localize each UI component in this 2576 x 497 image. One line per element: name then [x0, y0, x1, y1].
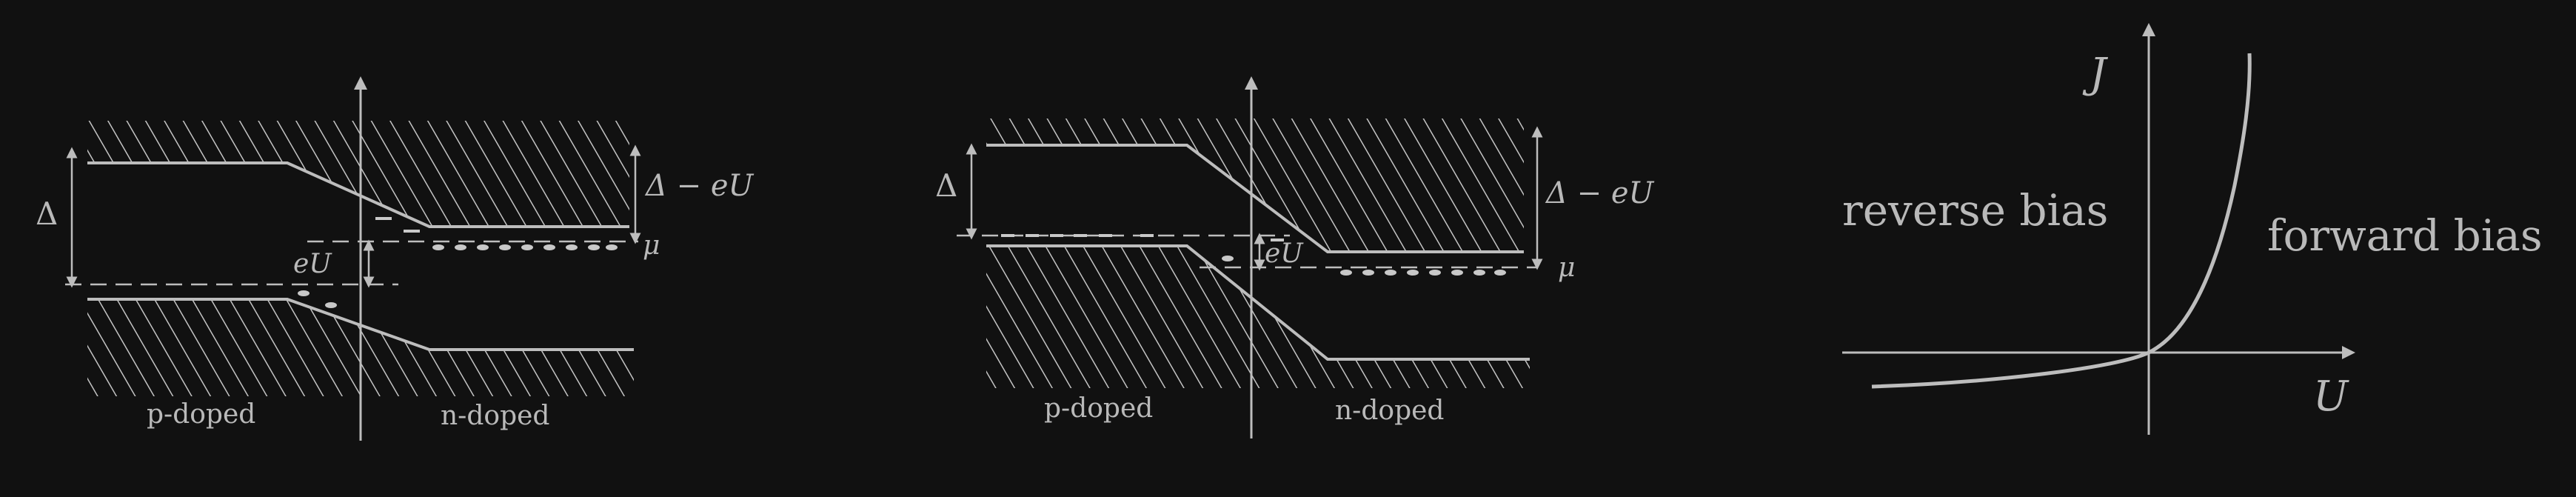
depletion-charge-2	[404, 230, 420, 233]
mu-label: μ	[1558, 253, 1575, 283]
p-doped-label: p-doped	[1044, 393, 1153, 424]
iv-curve-plot: J U reverse bias forward bias	[1842, 23, 2543, 435]
mu-label: μ	[643, 230, 660, 261]
holes-p-side	[1001, 234, 1154, 237]
n-doped-label: n-doped	[441, 401, 549, 431]
delta-minus-eu-label: Δ − eU	[644, 169, 755, 203]
delta-minus-eu-label: Δ − eU	[1545, 176, 1655, 210]
depletion-charge-1	[375, 217, 392, 220]
hole-1	[298, 290, 310, 296]
u-axis-label: U	[2313, 373, 2349, 421]
n-doped-label: n-doped	[1335, 396, 1444, 426]
band-diagram-middle: Δ Δ − eU eU μ p-doped n-doped	[935, 76, 1655, 438]
band-diagram-left: Δ Δ − eU eU μ p-doped n-doped	[36, 76, 755, 441]
conduction-band-hatch	[986, 119, 1524, 252]
diode-current-curve	[1871, 53, 2252, 389]
carrier-2	[1271, 239, 1284, 241]
eu-label: eU	[1265, 239, 1304, 269]
valence-band-hatch	[986, 246, 1530, 388]
conduction-band-edge	[87, 161, 629, 228]
carrier-1	[1222, 256, 1234, 261]
p-doped-label: p-doped	[147, 399, 255, 430]
electrons-n-side	[1340, 270, 1506, 276]
eu-label: eU	[293, 249, 332, 279]
valence-band-edge	[87, 298, 634, 351]
forward-bias-label: forward bias	[2267, 210, 2543, 261]
valence-band-edge	[986, 244, 1530, 361]
delta-label: Δ	[36, 196, 58, 232]
conduction-band-hatch	[87, 121, 629, 227]
reverse-bias-label: reverse bias	[1842, 185, 2108, 236]
j-axis-label: J	[2082, 50, 2109, 98]
conduction-band-edge	[986, 144, 1524, 253]
hole-2	[325, 302, 337, 308]
electrons-n-side	[432, 244, 618, 250]
delta-label: Δ	[935, 167, 957, 204]
